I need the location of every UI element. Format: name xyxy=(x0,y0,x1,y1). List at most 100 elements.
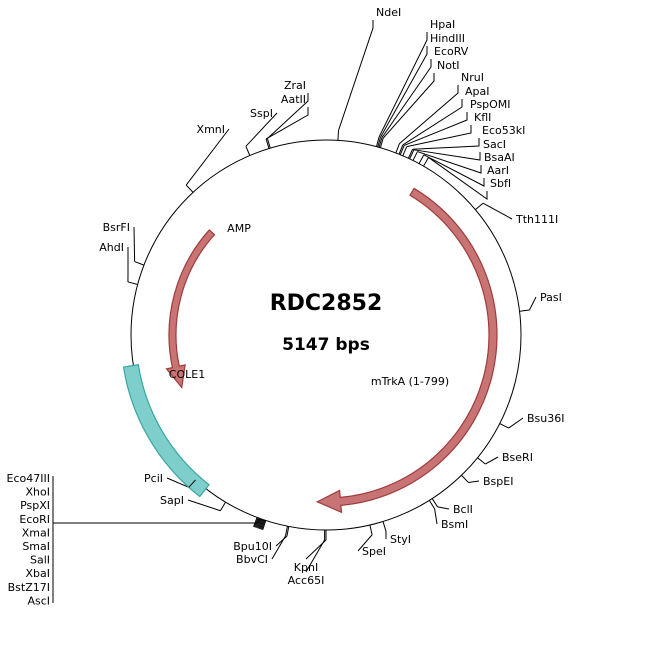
site-bsu36i-tick xyxy=(499,423,509,429)
site-bsu36i-label: Bsu36I xyxy=(527,412,565,425)
site-bsmi-leader xyxy=(434,508,438,525)
site-aari-tick xyxy=(418,154,425,164)
site-bseri-label: BseRI xyxy=(502,451,533,464)
site-bseri-tick xyxy=(477,457,486,465)
site-aatii-leader xyxy=(265,107,309,140)
site-bspei-label: BspEI xyxy=(483,475,513,488)
site-zrai-label: ZraI xyxy=(284,79,306,92)
site-xhoi-label: XhoI xyxy=(26,486,50,499)
site-kfli-label: KflI xyxy=(474,111,491,124)
site-nrui-leader xyxy=(399,85,459,144)
site-bstz17i-tick xyxy=(254,517,259,528)
site-xmni-tick xyxy=(185,184,194,193)
site-noti-label: NotI xyxy=(437,59,460,72)
site-xmni-label: XmnI xyxy=(197,123,225,136)
site-bsmi-tick xyxy=(428,500,436,510)
site-bcli-label: BclI xyxy=(453,503,473,516)
site-xbai-tick xyxy=(255,517,260,528)
site-pspxi-tick xyxy=(260,519,265,530)
site-hindiii-leader xyxy=(380,46,428,138)
site-spei-leader xyxy=(357,534,373,552)
site-bbvci-leader xyxy=(271,535,286,560)
site-aari-label: AarI xyxy=(487,164,509,177)
site-ahdi-label: AhdI xyxy=(99,241,124,254)
mcs-leader-line xyxy=(53,518,262,524)
site-spei-label: SpeI xyxy=(362,545,386,558)
site-ndei-leader xyxy=(338,20,374,131)
site-xmai-tick xyxy=(258,518,263,529)
site-sbfi-tick xyxy=(423,157,429,167)
site-zrai-leader xyxy=(267,93,309,139)
site-tick-marks xyxy=(127,130,530,540)
site-aatii-label: AatII xyxy=(281,93,306,106)
site-ecorv-label: EcoRV xyxy=(434,45,469,58)
site-pspxi-label: PspXI xyxy=(20,499,50,512)
site-sapi-tick xyxy=(219,501,226,511)
site-sspi-leader xyxy=(245,112,278,147)
site-asci-label: AscI xyxy=(27,594,50,607)
site-sali-tick xyxy=(256,518,261,529)
site-noti-tick xyxy=(379,138,384,148)
site-bsmi-label: BsmI xyxy=(441,518,468,531)
site-eco53ki-tick xyxy=(407,148,414,159)
site-eco47iii-label: Eco47III xyxy=(7,472,50,485)
site-bsaai-leader xyxy=(417,151,482,174)
site-eco53ki-label: Eco53kI xyxy=(482,124,525,137)
site-bsrfi-leader xyxy=(133,226,136,262)
site-pcii-label: PciI xyxy=(144,472,163,485)
site-bsrfi-label: BsrFI xyxy=(103,221,130,234)
site-hpai-leader xyxy=(378,32,428,138)
site-xhoi-tick xyxy=(261,519,266,530)
site-bsaai-label: BsaAI xyxy=(484,151,515,164)
site-apai-label: ApaI xyxy=(465,85,490,98)
site-bbvci-label: BbvCI xyxy=(236,553,268,566)
site-bspei-tick xyxy=(461,474,469,483)
site-bsrfi-tick xyxy=(134,261,145,266)
site-bspei-leader xyxy=(468,480,480,483)
site-eco53ki-leader xyxy=(412,138,480,150)
feature-cole1-label: COLE1 xyxy=(169,368,205,381)
site-ndei-tick xyxy=(337,130,340,141)
site-ahdi-tick xyxy=(127,281,138,286)
site-noti-leader xyxy=(382,73,435,139)
site-pasi-tick xyxy=(519,309,530,312)
site-hpai-tick xyxy=(375,136,380,147)
site-bbvci-tick xyxy=(284,526,288,537)
site-xmni-leader xyxy=(185,128,230,186)
site-ecorv-tick xyxy=(378,137,383,148)
site-pspomi-leader xyxy=(403,112,468,146)
site-bcli-leader xyxy=(437,506,450,510)
site-bpu10i-leader xyxy=(275,535,288,547)
site-smai-tick xyxy=(257,518,262,529)
site-aatii-tick xyxy=(265,138,270,149)
feature-mtrka-label: mTrkA (1-799) xyxy=(371,375,449,388)
site-saci-label: SacI xyxy=(483,138,506,151)
site-sbfi-label: SbfI xyxy=(490,177,511,190)
site-hindiii-tick xyxy=(377,137,381,148)
site-ecori-label: EcoRI xyxy=(19,513,50,526)
site-pasi-leader xyxy=(529,296,537,311)
site-styi-label: StyI xyxy=(390,533,411,546)
site-hpai-label: HpaI xyxy=(430,18,455,31)
site-nrui-label: NruI xyxy=(461,71,484,84)
site-kfli-leader xyxy=(406,125,472,148)
feature-amp-arrow xyxy=(165,229,216,389)
plasmid-size: 5147 bps xyxy=(282,335,370,355)
site-sapi-leader xyxy=(187,499,221,512)
site-acc65i-leader xyxy=(305,539,326,573)
site-sbfi-leader xyxy=(428,157,488,200)
site-sspi-tick xyxy=(245,146,251,156)
site-apai-leader xyxy=(402,99,463,146)
site-kpni-label: KpnI xyxy=(294,561,318,574)
site-smai-label: SmaI xyxy=(22,540,50,553)
site-ecori-tick xyxy=(259,519,264,530)
site-asci-tick xyxy=(253,517,258,527)
feature-mtrka-arrow xyxy=(315,187,498,514)
site-zrai-tick xyxy=(266,138,271,149)
site-aari-leader xyxy=(423,154,485,187)
site-tth111i-tick xyxy=(475,202,484,211)
site-bstz17i-label: BstZ17I xyxy=(8,581,50,594)
site-eco47iii-tick xyxy=(262,520,267,531)
